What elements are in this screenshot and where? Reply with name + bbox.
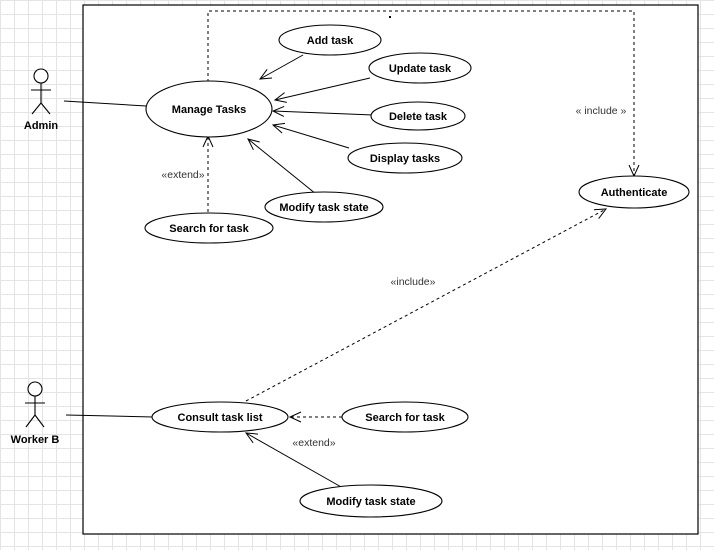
- use-case-label: Modify task state: [279, 202, 368, 214]
- use-case-label: Update task: [389, 63, 452, 75]
- use-case-search-for-task-top[interactable]: Search for task: [144, 212, 274, 244]
- arrow-modify-task-state-top: [247, 138, 317, 195]
- include-arrow-manage-authenticate: [207, 10, 640, 178]
- use-case-label: Add task: [307, 35, 354, 47]
- arrow-modify-task-state-bottom: [244, 432, 344, 489]
- actor-label-admin: Admin: [24, 120, 59, 132]
- actor-admin[interactable]: Admin: [24, 68, 59, 132]
- use-case-update-task[interactable]: Update task: [368, 52, 472, 84]
- use-case-authenticate[interactable]: Authenticate: [578, 175, 690, 209]
- use-case-label: Consult task list: [178, 412, 263, 424]
- arrow-update-task: [273, 77, 371, 103]
- include-arrow-consult-authenticate: [245, 208, 608, 402]
- use-case-modify-task-state-top[interactable]: Modify task state: [264, 191, 384, 223]
- use-case-manage-tasks[interactable]: Manage Tasks: [145, 80, 273, 138]
- stick-figure-icon: [31, 68, 51, 115]
- actor-worker-b[interactable]: Worker B: [11, 381, 60, 446]
- use-case-label: Modify task state: [326, 496, 415, 508]
- use-case-label: Search for task: [169, 223, 249, 235]
- use-case-label: Delete task: [389, 111, 448, 123]
- stick-figure-icon: [25, 381, 45, 428]
- use-case-display-tasks[interactable]: Display tasks: [347, 142, 463, 174]
- use-case-label: Display tasks: [370, 153, 440, 165]
- use-case-label: Authenticate: [601, 187, 668, 199]
- actor-label-worker-b: Worker B: [11, 434, 60, 446]
- use-case-modify-task-state-bottom[interactable]: Modify task state: [299, 484, 443, 518]
- use-case-search-for-task-bottom[interactable]: Search for task: [341, 401, 469, 433]
- association-admin-manage-tasks: [63, 100, 147, 107]
- stereotype-extend-bottom: «extend»: [292, 437, 335, 449]
- use-case-consult-task-list[interactable]: Consult task list: [151, 401, 289, 433]
- association-worker-consult: [65, 414, 154, 418]
- arrow-delete-task: [271, 105, 374, 117]
- use-case-delete-task[interactable]: Delete task: [370, 101, 466, 131]
- use-case-label: Search for task: [365, 412, 445, 424]
- arrow-add-task: [258, 54, 304, 80]
- stray-dot: [389, 16, 391, 18]
- stereotype-include-mid: «include»: [391, 276, 436, 288]
- arrow-display-tasks: [271, 122, 350, 149]
- stereotype-include-top: « include »: [576, 105, 627, 117]
- use-case-label: Manage Tasks: [172, 104, 246, 116]
- stereotype-extend-top: «extend»: [161, 169, 204, 181]
- use-case-add-task[interactable]: Add task: [278, 24, 382, 56]
- system-boundary: [82, 4, 699, 535]
